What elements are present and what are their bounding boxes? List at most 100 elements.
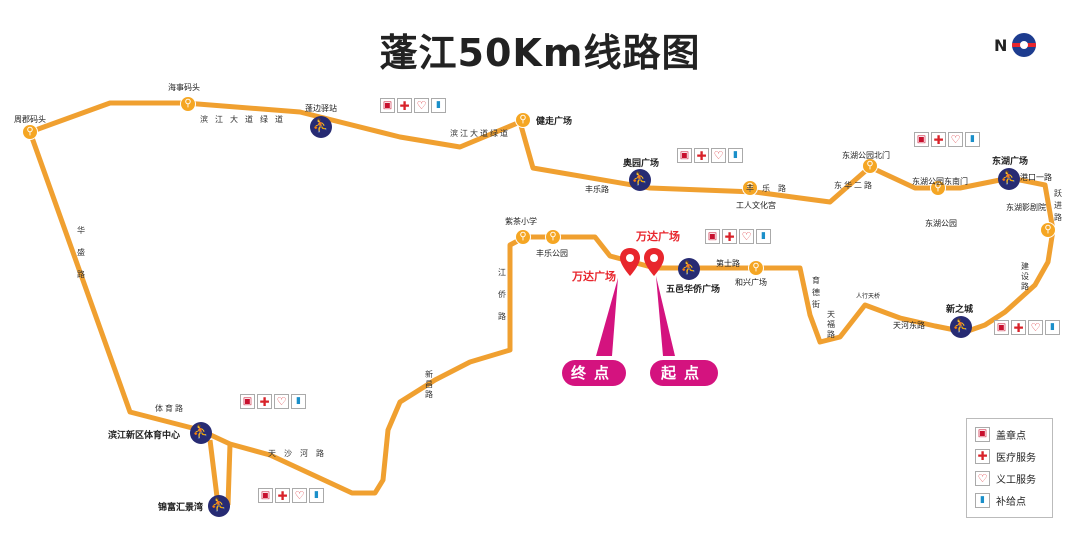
stamp-icon: ▣ xyxy=(677,148,692,163)
service-group-pengbian: ▣✚♡▮ xyxy=(380,98,446,114)
stamp-icon: ▣ xyxy=(240,394,255,409)
north-letter: N xyxy=(994,36,1008,55)
medical-icon: ✚ xyxy=(275,488,290,503)
station-donghu: ⛹ xyxy=(998,168,1020,190)
stamp-icon: ▣ xyxy=(705,229,720,244)
medical-icon: ✚ xyxy=(1011,320,1026,335)
place-label: 锦富汇景湾 xyxy=(158,503,204,513)
waypoint-icon: ⚲ xyxy=(515,229,531,245)
place-label: 和兴广场 xyxy=(735,278,767,287)
waypoint-icon: ⚲ xyxy=(862,158,878,174)
supply-icon: ▮ xyxy=(756,229,771,244)
service-group-jinfu: ▣✚♡▮ xyxy=(258,488,324,504)
volunteer-icon: ♡ xyxy=(711,148,726,163)
place-label: 丰乐路 xyxy=(585,185,609,194)
service-group-xinzhicheng: ▣✚♡▮ xyxy=(994,320,1060,336)
place-label: 东湖公园 xyxy=(925,219,957,228)
compass: N xyxy=(994,33,1054,57)
legend-item: ▣盖章点 xyxy=(975,425,1026,443)
waypoint-icon: ⚲ xyxy=(180,96,196,112)
place-label: 周郡码头 xyxy=(14,115,46,124)
supply-icon: ▮ xyxy=(309,488,324,503)
waypoint-icon: ⚲ xyxy=(742,180,758,196)
waypoint-icon: ⚲ xyxy=(22,124,38,140)
road-label: 丰乐路 xyxy=(746,184,794,193)
medical-icon: ✚ xyxy=(397,98,412,113)
road-label: 跃进路 xyxy=(1054,189,1062,222)
volunteer-icon: ♡ xyxy=(739,229,754,244)
compass-icon xyxy=(1012,33,1036,57)
finish-badge: 终点 xyxy=(562,360,626,386)
volunteer-icon: ♡ xyxy=(292,488,307,503)
station-binjiang-sports: ⛹ xyxy=(190,422,212,444)
station-jinfu: ⛹ xyxy=(208,495,230,517)
service-group-aoyuan: ▣✚♡▮ xyxy=(677,148,743,164)
legend-item: ♡义工服务 xyxy=(975,469,1036,487)
road-label: 天福路 xyxy=(827,310,835,339)
place-label: 东湖影剧院 xyxy=(1006,203,1046,212)
station-pengbian: ⛹ xyxy=(310,116,332,138)
road-label: 滨江大道绿道 xyxy=(450,129,510,138)
place-label: 港口一路 xyxy=(1020,173,1052,182)
supply-icon: ▮ xyxy=(1045,320,1060,335)
road-label: 东华二路 xyxy=(834,181,874,190)
volunteer-icon: ♡ xyxy=(975,470,990,486)
place-label: 海事码头 xyxy=(168,83,200,92)
waypoint-icon: ⚲ xyxy=(1040,222,1056,238)
place-label: 紫茶小学 xyxy=(505,217,537,226)
stamp-icon: ▣ xyxy=(914,132,929,147)
road-label: 新昌路 xyxy=(425,370,433,399)
place-label: 五邑华侨广场 xyxy=(666,285,721,295)
road-label: 滨江大道绿道 xyxy=(200,115,290,124)
volunteer-icon: ♡ xyxy=(948,132,963,147)
medical-icon: ✚ xyxy=(975,448,990,464)
end-square-label: 万达广场 xyxy=(572,270,616,283)
supply-icon: ▮ xyxy=(975,492,990,508)
service-group-binjiang-sports: ▣✚♡▮ xyxy=(240,394,306,410)
station-wuyi: ⛹ xyxy=(678,258,700,280)
place-label: 人行天桥 xyxy=(856,293,881,300)
place-label: 蓬边驿站 xyxy=(305,104,337,113)
supply-icon: ▮ xyxy=(431,98,446,113)
pointer-finish xyxy=(596,278,618,356)
waypoint-icon: ⚲ xyxy=(545,229,561,245)
supply-icon: ▮ xyxy=(965,132,980,147)
stamp-icon: ▣ xyxy=(258,488,273,503)
place-label: 工人文化宫 xyxy=(736,201,776,210)
supply-icon: ▮ xyxy=(291,394,306,409)
place-label: 新之城 xyxy=(946,305,974,315)
legend: ▣盖章点 ✚医疗服务 ♡义工服务 ▮补给点 xyxy=(966,418,1053,518)
road-label: 体育路 xyxy=(155,404,185,413)
stamp-icon: ▣ xyxy=(380,98,395,113)
map-pin-end-icon xyxy=(620,248,640,276)
place-label: 东湖广场 xyxy=(992,157,1029,167)
start-badge: 起点 xyxy=(650,360,718,386)
place-label: 天河东路 xyxy=(893,321,925,330)
place-label: 滨江新区体育中心 xyxy=(108,431,181,441)
route-path xyxy=(27,100,1056,496)
road-label: 华盛路 xyxy=(77,226,85,279)
map-pin-start-icon xyxy=(644,248,664,276)
station-aoyuan: ⛹ xyxy=(629,169,651,191)
road-label: 育德街 xyxy=(812,276,820,309)
volunteer-icon: ♡ xyxy=(274,394,289,409)
road-label: 江侨路 xyxy=(498,268,506,321)
place-label: 健走广场 xyxy=(536,117,573,127)
place-label: 第士路 xyxy=(716,259,740,268)
place-label: 东湖公园东南门 xyxy=(912,177,968,186)
stamp-icon: ▣ xyxy=(994,320,1009,335)
service-group-donghu: ▣✚♡▮ xyxy=(914,132,980,148)
start-square-label: 万达广场 xyxy=(636,230,680,243)
station-xinzhicheng: ⛹ xyxy=(950,316,972,338)
waypoint-icon: ⚲ xyxy=(515,112,531,128)
volunteer-icon: ♡ xyxy=(1028,320,1043,335)
volunteer-icon: ♡ xyxy=(414,98,429,113)
legend-item: ▮补给点 xyxy=(975,491,1026,509)
supply-icon: ▮ xyxy=(728,148,743,163)
route-branch xyxy=(207,439,233,506)
legend-item: ✚医疗服务 xyxy=(975,447,1036,465)
pointer-start xyxy=(656,276,675,356)
medical-icon: ✚ xyxy=(694,148,709,163)
